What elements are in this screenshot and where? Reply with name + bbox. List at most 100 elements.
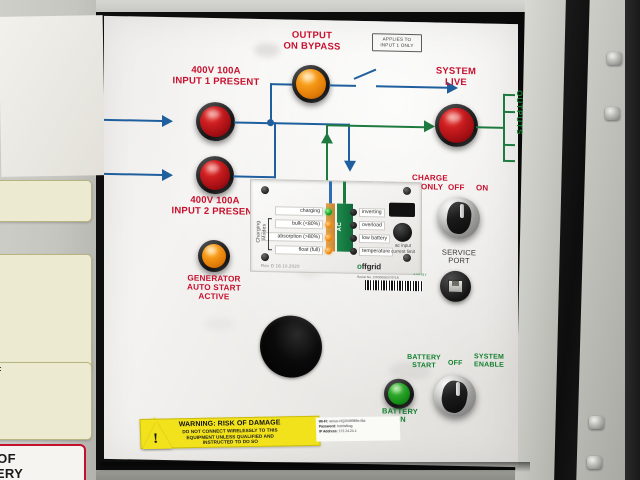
module-ac-current-limit-knob[interactable] <box>393 222 412 243</box>
wifi-password-key: Password: <box>318 424 337 429</box>
door-sticker-2-line-0: ...es, check that the <box>0 266 91 273</box>
panel-blanking-hole <box>260 314 322 379</box>
door-sticker-2-line-2: ...MCBs and RCBOs <box>0 281 91 288</box>
brand-sticker: offgrid energy Serial No. OF0000637/0*18 <box>357 262 431 292</box>
lamp-glint <box>392 385 403 392</box>
arrow-input1-feed-icon <box>162 115 173 128</box>
wire-outputs-trunk <box>476 126 504 129</box>
door-sticker-3-line-4: ...m enable' switch to 'OFF' <box>0 389 91 396</box>
warning-exclamation-glyph-2: ! <box>152 430 159 447</box>
risk-title-line2: BATTERY <box>0 465 24 480</box>
door-bolt-4 <box>587 456 602 469</box>
module-led-absorption <box>325 234 332 242</box>
module-led-bulk <box>325 221 332 229</box>
door-instruction-sticker-2: ...RE: ...es, check that the ...d the 'S… <box>0 254 92 372</box>
door-sticker-2-line-1: ...d the 'System Enable' <box>0 274 91 281</box>
door-sticker-2-line-8: ...output MCBs/RCBOs <box>0 310 91 317</box>
door-sticker-3-line-8: ...nd remain illuminated <box>0 411 91 418</box>
door-sticker-3-head: ...PROCEDURE: <box>0 363 91 374</box>
wire-bypass-out <box>329 84 356 87</box>
wire-input2-feed <box>104 172 162 177</box>
module-screw-br <box>403 253 411 263</box>
indicator-output-on-bypass <box>292 64 330 104</box>
door-sticker-2-head: ...RE: <box>0 255 91 266</box>
label-system-off-position: OFF <box>448 359 463 368</box>
module-screw-tl <box>261 185 269 195</box>
sys-left-line2: START <box>412 361 436 370</box>
bypass-applies-note: APPLIES TO INPUT 1 ONLY <box>372 33 422 53</box>
label-service-port: SERVICE PORT <box>422 248 496 266</box>
lamp-lens-red <box>200 105 231 138</box>
arrow-inverter-out-icon <box>321 132 333 144</box>
lamp-lens-amber <box>202 243 226 269</box>
charging-modes-line2: Modes <box>261 223 267 240</box>
wifi-ssid-value: venus-HQ2049989e-f6a <box>329 418 366 424</box>
wire-outputs-bus <box>503 93 505 161</box>
module-led-charging <box>325 208 332 216</box>
selector-pointer <box>456 381 460 396</box>
lamp-glint <box>446 112 462 123</box>
rj45-icon <box>448 279 463 294</box>
warning-triangle-icon-overlay: ! <box>141 421 173 450</box>
label-generator-auto-start: GENERATOR AUTO START ACTIVE <box>166 273 262 302</box>
panel-bottom-shadow <box>100 462 530 472</box>
module-led-label-bulk: bulk (<80%) <box>275 219 323 230</box>
wifi-credentials-sticker: Wi-Fi: venus-HQ2049989e-f6a Password: hv… <box>315 416 401 442</box>
module-ac-strip-label: AC <box>336 221 343 232</box>
wire-bypass-switch-blade <box>353 68 377 80</box>
wire-output-tap-1 <box>503 93 515 97</box>
brand-wordmark-rest: ffgrid <box>361 262 381 272</box>
wifi-ip-key: IP Address: <box>319 429 338 434</box>
indicator-input-1-present <box>196 101 235 142</box>
module-led-row-bulk: bulk (<80%) <box>275 218 332 230</box>
service-port-connector[interactable] <box>440 270 471 303</box>
risk-title-line1: RISK OF <box>0 451 16 466</box>
label-charge-off-position: OFF <box>448 182 465 193</box>
service-port-line2: PORT <box>448 256 470 266</box>
module-screw-tr <box>403 186 411 196</box>
indicator-system-live <box>435 103 478 148</box>
label-input-1-present: 400V 100A INPUT 1 PRESENT <box>146 65 286 89</box>
door-sticker-3-line-7: ...art cable (if used) <box>0 404 91 411</box>
door-right-shadow <box>625 0 640 480</box>
door-instruction-sticker-3: ...PROCEDURE: ...ully charged before ...… <box>0 362 92 440</box>
module-led-row-float: float (full) <box>275 244 332 256</box>
door-sticker-1-head-line2: ...MENT <box>0 202 91 213</box>
module-led-low-battery <box>350 234 357 242</box>
module-barcode <box>365 280 423 292</box>
selector-knob-body <box>444 200 474 236</box>
door-sticker-2-line-4: ...s (if required) <box>0 288 91 295</box>
system-enable-selector-switch[interactable] <box>434 374 476 418</box>
panel-smudge-4 <box>204 317 234 331</box>
module-led-label-inverting: inverting <box>359 207 385 218</box>
loose-paper-sheet <box>0 15 106 177</box>
module-dc-cable-blue <box>329 181 332 204</box>
wire-input2-out <box>233 175 276 179</box>
label-charge-on-position: ON <box>476 183 489 193</box>
module-led-row-inverting: inverting <box>350 207 385 219</box>
charge-only-selector-switch[interactable] <box>438 196 480 240</box>
bypass-note-line2: INPUT 1 ONLY <box>380 42 414 49</box>
door-sticker-2-line-9: ...the blue 'on' lamp <box>0 318 91 325</box>
door-sticker-3-line-6: ... cables <box>0 396 91 403</box>
door-sticker-1-head-line1: ...AL BEFORE <box>0 181 91 202</box>
label-ac-input-current-limit: ac input current limit <box>382 242 424 254</box>
input1-label-line2: INPUT 1 PRESENT <box>172 74 260 88</box>
sys-left-line1: BATTERY <box>407 353 441 362</box>
charging-modes-bracket <box>268 218 272 251</box>
arrow-inverter-in-icon <box>344 160 356 172</box>
system-live-label-line2: LIVE <box>445 76 467 88</box>
indicator-battery-on <box>384 378 414 410</box>
label-outputs: OUTPUTS <box>515 90 524 136</box>
label-output-on-bypass: OUTPUT ON BYPASS <box>256 30 368 53</box>
lamp-glint <box>206 110 220 119</box>
sys-right-line2: ENABLE <box>474 361 504 369</box>
lamp-lens-green <box>388 382 410 405</box>
door-instruction-sticker-1: ...AL BEFORE ...MENT <box>0 180 92 222</box>
module-led-inverting <box>350 208 357 216</box>
knob-caption-line2: current limit <box>391 248 415 254</box>
door-bolt-2 <box>605 107 620 120</box>
serial-label: Serial No. <box>357 274 372 280</box>
wifi-line-3: IP Address: 172.24.24.1 <box>319 429 397 435</box>
